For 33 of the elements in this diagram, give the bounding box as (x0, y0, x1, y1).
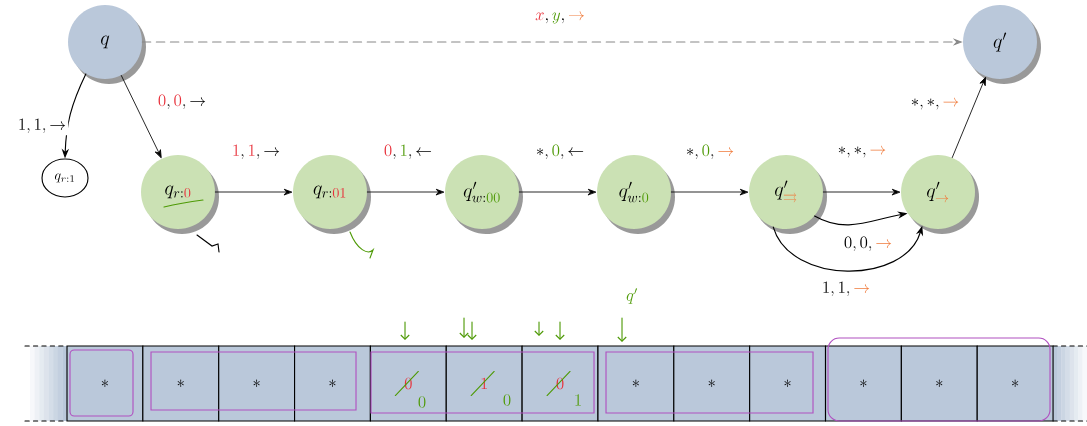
edge-label: $0, 0, \textcolor[HTML]{F07A3A}{\rightarrow}$ (841, 234, 895, 254)
handwritten-label: $q^{\prime}$ (626, 288, 638, 304)
handwritten-digit: $1$ (575, 394, 581, 406)
tape-cell: $\ast$ (218, 345, 296, 422)
arrow (670, 188, 748, 196)
tape-cell: $\ast$ (597, 345, 675, 422)
edge-label: $\ast, \textcolor[HTML]{4E9A06}{0}, \leftarrow$ (533, 142, 587, 162)
arrow (951, 77, 986, 158)
edge-label: $\textcolor[HTML]{E8303A}{x}, \textcolor[HTML]{4E9A06}{y}, \textcolor[HTML]{F07A3A}{\rightarrow}$ (533, 10, 587, 26)
arrow (518, 188, 596, 196)
tape-cell: $\ast$ (976, 345, 1054, 422)
tape-cell: $\ast$ (66, 345, 144, 422)
handwritten-state: $q_{r:1}$ (41, 158, 89, 198)
edge-label: $\textcolor[HTML]{E8303A}{0}, \textcolor[HTML]{E8303A}{0}, \rightarrow$ (155, 92, 209, 112)
arrow (366, 188, 444, 196)
edge-label: $\ast, \textcolor[HTML]{4E9A06}{0}, \textcolor[HTML]{F07A3A}{\rightarrow}$ (683, 142, 737, 162)
tape-cell: $\ast$ (749, 345, 827, 422)
arrow (822, 188, 900, 196)
tape-cell: $\ast$ (900, 345, 978, 422)
arrow (120, 75, 162, 158)
handwritten-digit: $0$ (418, 396, 426, 408)
handwritten-digit: $0$ (503, 394, 511, 406)
edge-label: $\textcolor[HTML]{E8303A}{0}, \textcolor[HTML]{4E9A06}{1}, \leftarrow$ (381, 142, 435, 162)
edge-label: $\ast, \ast, \textcolor[HTML]{F07A3A}{\rightarrow}$ (908, 96, 962, 112)
tape-cell: $\ast$ (294, 345, 371, 422)
edge-label: $\textcolor[HTML]{E8303A}{1}, \textcolor[HTML]{E8303A}{1}, \rightarrow$ (229, 142, 283, 162)
edge-label: $\ast, \ast, \textcolor[HTML]{F07A3A}{\rightarrow}$ (835, 144, 889, 160)
tape-cell: $\ast$ (824, 345, 902, 422)
arrow (214, 188, 292, 196)
tape-cell: $\ast$ (142, 345, 220, 422)
edge-label: $1, 1, \rightarrow$ (15, 116, 69, 136)
edge-label: $1, 1, \textcolor[HTML]{F07A3A}{\rightarrow}$ (819, 279, 873, 299)
tape-cell: $\ast$ (673, 345, 751, 422)
